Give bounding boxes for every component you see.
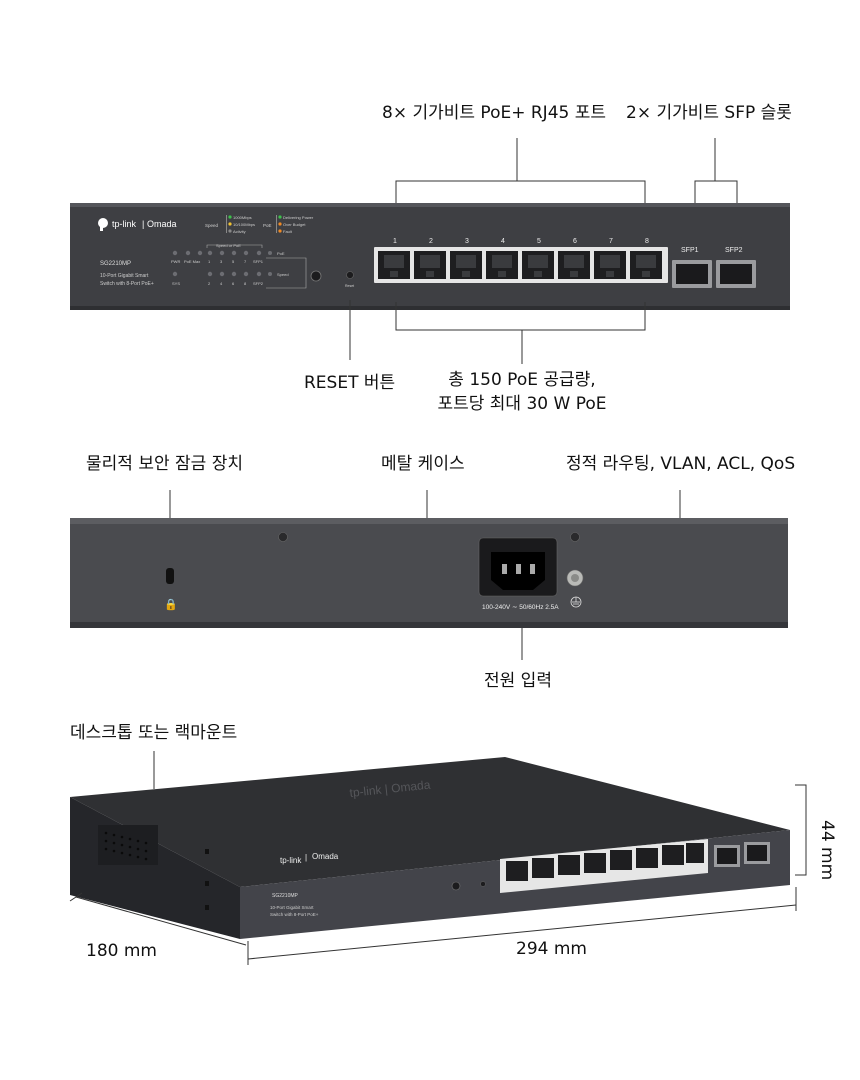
depth-callout: 180 mm <box>86 941 157 961</box>
port-number-7: 7 <box>609 238 613 245</box>
description-line1: 10-Port Gigabit Smart <box>100 273 149 279</box>
width-callout: 294 mm <box>516 939 587 959</box>
rj45-ports <box>374 247 668 283</box>
screw-left <box>278 532 288 542</box>
led-mode-button[interactable] <box>310 270 322 282</box>
vent-grille <box>98 825 158 865</box>
description-line2: Switch with 8-Port PoE+ <box>100 281 154 287</box>
port-number-1: 1 <box>393 238 397 245</box>
poe-bracket <box>395 302 646 364</box>
iso-description-line2: Switch with 8-Port PoE+ <box>270 912 319 917</box>
speed-mode-label: Speed <box>277 272 289 277</box>
sfp-label-1: SFP1 <box>681 247 699 254</box>
sfp-label-2: SFP2 <box>725 247 743 254</box>
rear-chassis <box>70 518 788 628</box>
brand-text: tp-link <box>112 219 137 229</box>
screw-right <box>570 532 580 542</box>
ground-screw <box>566 569 584 587</box>
led-10-100-label: 10/100Mbps <box>233 222 255 227</box>
security-lock-callout: 물리적 보안 잠금 장치 <box>86 454 243 474</box>
front-panel-diagram: tp-link | Omada SG2210MP 10-Port Gigabit… <box>70 138 790 364</box>
led-num-top-sfp1: SFP1 <box>253 259 264 264</box>
led-num-top-3: 3 <box>220 259 223 264</box>
led-1000-label: 1000Mbps <box>233 215 252 220</box>
iso-brand-omada: Omada <box>312 852 339 861</box>
poe-budget-callout-line2: 포트당 최대 30 W PoE <box>437 394 607 414</box>
iso-description-line1: 10-Port Gigabit Smart <box>270 905 314 910</box>
rj45-port-7[interactable] <box>594 251 626 279</box>
reset-button[interactable] <box>346 271 354 279</box>
poe-budget-callout-line1: 총 150 PoE 공급량, <box>448 370 596 390</box>
led-num-bottom-8: 8 <box>244 281 247 286</box>
tp-link-logo <box>98 218 108 231</box>
power-rating: 100-240V ∼ 50/60Hz 2.5A <box>482 604 559 611</box>
port-number-5: 5 <box>537 238 541 245</box>
port-number-8: 8 <box>645 238 649 245</box>
poe-max-label: PoE Max <box>184 259 200 264</box>
iso-model: SG2210MP <box>272 893 299 899</box>
led-over-budget-label: Over Budget <box>283 222 306 227</box>
pwr-label: PWR <box>171 259 180 264</box>
rj45-port-5[interactable] <box>522 251 554 279</box>
reset-label: Reset <box>345 284 354 288</box>
port-number-3: 3 <box>465 238 469 245</box>
port-number-2: 2 <box>429 238 433 245</box>
reset-button-callout: RESET 버튼 <box>304 373 396 393</box>
led-activity-label: Activity <box>233 229 246 234</box>
rj45-port-8[interactable] <box>630 251 662 279</box>
led-num-top-7: 7 <box>244 259 247 264</box>
brand-omada: Omada <box>147 219 177 229</box>
rj45-port-6[interactable] <box>558 251 590 279</box>
led-num-top-5: 5 <box>232 259 235 264</box>
lock-icon: 🔒 <box>164 598 178 611</box>
features-callout: 정적 라우팅, VLAN, ACL, QoS <box>566 454 796 474</box>
rj45-port-3[interactable] <box>450 251 482 279</box>
iso-ports <box>500 839 770 893</box>
rj45-port-2[interactable] <box>414 251 446 279</box>
isometric-diagram: tp-link | Omada tp-link | Omada SG2210MP… <box>69 751 807 965</box>
speed-or-poe-label: Speed or PoE <box>216 243 241 248</box>
led-fault-label: Fault <box>283 229 293 234</box>
metal-case-callout: 메탈 케이스 <box>381 454 465 474</box>
sfp-slots-callout: 2× 기가비트 SFP 슬롯 <box>626 103 792 123</box>
led-num-bottom-2: 2 <box>208 281 211 286</box>
sfp-slot-2[interactable] <box>716 260 756 288</box>
rj45-port-4[interactable] <box>486 251 518 279</box>
iso-top <box>70 757 790 887</box>
status-leds <box>172 250 262 277</box>
mount-callout: 데스크톱 또는 랙마운트 <box>70 723 238 743</box>
iso-brand: tp-link <box>280 856 302 865</box>
power-inlet[interactable] <box>478 537 558 597</box>
iso-brand-sep: | <box>305 853 307 862</box>
rear-panel-diagram: 🔒 100-240V ∼ 50/60Hz 2.5A <box>70 490 788 660</box>
port-number-6: 6 <box>573 238 577 245</box>
width-dimension <box>247 887 797 965</box>
rj45-port-1[interactable] <box>378 251 410 279</box>
ground-icon <box>570 596 582 608</box>
led-num-bottom-4: 4 <box>220 281 223 286</box>
poe-mode-label: PoE <box>277 251 285 256</box>
brand-separator: | <box>142 219 144 229</box>
rj45-ports-callout: 8× 기가비트 PoE+ RJ45 포트 <box>382 103 607 123</box>
led-poe-label: PoE <box>263 223 272 228</box>
led-delivering-label: Delivering Power <box>283 215 314 220</box>
sys-label: SYS <box>172 281 180 286</box>
led-num-top-1: 1 <box>208 259 211 264</box>
sfp-slot-1[interactable] <box>672 260 712 288</box>
height-dimension <box>795 784 807 876</box>
kensington-slot[interactable] <box>166 568 174 584</box>
power-input-callout: 전원 입력 <box>484 671 552 691</box>
model-text: SG2210MP <box>100 261 131 267</box>
led-speed-label: Speed <box>205 223 219 228</box>
led-num-bottom-sfp2: SFP2 <box>253 281 264 286</box>
height-callout: 44 mm <box>817 820 837 881</box>
led-num-bottom-6: 6 <box>232 281 235 286</box>
depth-dimension <box>69 892 247 946</box>
port-number-4: 4 <box>501 238 505 245</box>
